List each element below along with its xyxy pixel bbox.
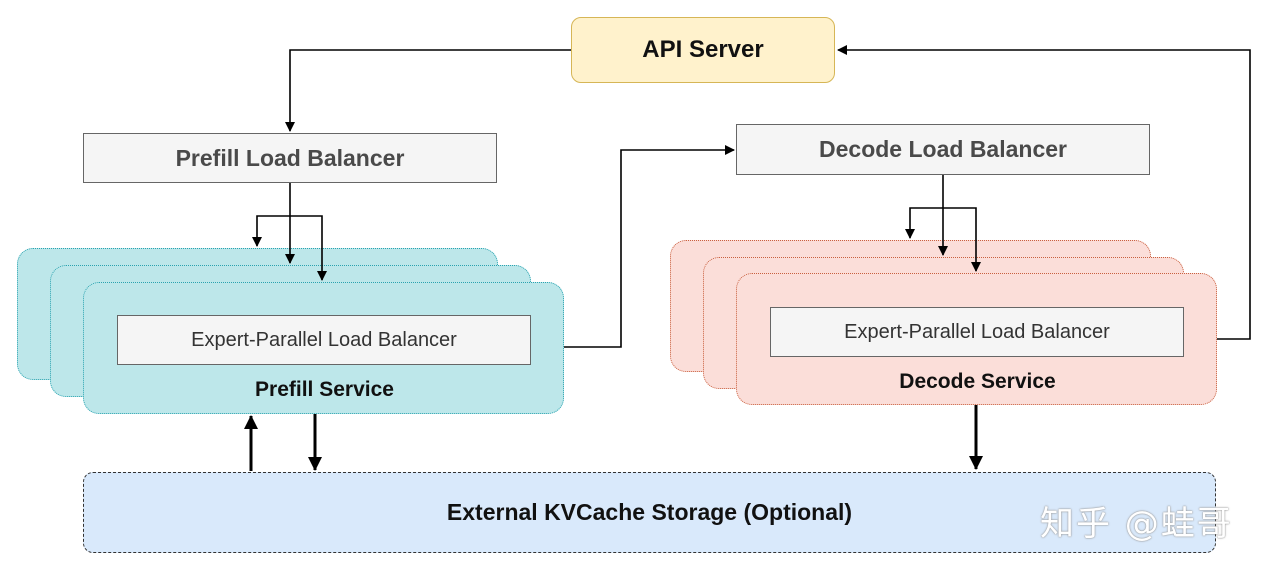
decode-ep-load-balancer-label: Expert-Parallel Load Balancer — [844, 320, 1110, 343]
prefill-load-balancer-label: Prefill Load Balancer — [175, 144, 405, 171]
arrow-prefill-lb-to-card-back — [252, 215, 290, 247]
prefill-service-card: Expert-Parallel Load Balancer Prefill Se… — [83, 282, 564, 414]
arrow-decode-lb-to-card-front — [943, 207, 981, 272]
decode-ep-load-balancer: Expert-Parallel Load Balancer — [770, 307, 1184, 357]
api-server-label: API Server — [642, 36, 764, 63]
arrow-decode-lb-to-card-back — [905, 207, 943, 239]
prefill-ep-load-balancer: Expert-Parallel Load Balancer — [117, 315, 531, 365]
prefill-load-balancer-box: Prefill Load Balancer — [83, 133, 497, 183]
api-server-box: API Server — [571, 17, 835, 83]
kvcache-storage-label: External KVCache Storage (Optional) — [446, 499, 853, 525]
prefill-service-title: Prefill Service — [255, 378, 394, 401]
watermark: 知乎 @蛙哥 — [1040, 504, 1233, 544]
arrow-decode-service-to-api — [837, 45, 1251, 340]
arrow-api-to-prefill-lb — [285, 49, 571, 132]
decode-load-balancer-box: Decode Load Balancer — [736, 124, 1150, 175]
decode-service-title: Decode Service — [899, 370, 1056, 393]
prefill-ep-load-balancer-label: Expert-Parallel Load Balancer — [191, 328, 457, 351]
decode-load-balancer-label: Decode Load Balancer — [819, 136, 1067, 162]
arrow-prefill-service-to-decode-lb — [564, 145, 735, 348]
decode-service-card: Expert-Parallel Load Balancer Decode Ser… — [736, 273, 1217, 405]
arrow-prefill-lb-to-card-front — [290, 215, 327, 281]
kvcache-storage-box: External KVCache Storage (Optional) — [83, 472, 1216, 553]
